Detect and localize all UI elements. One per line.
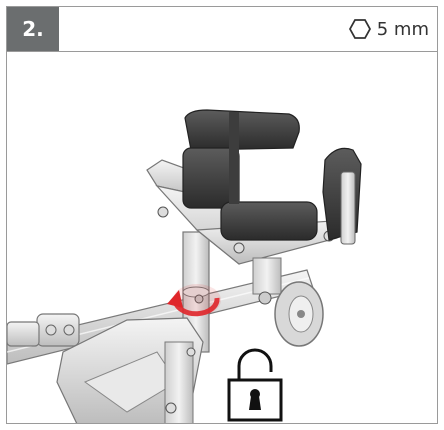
step-number: 2. — [7, 7, 59, 51]
tool-requirement: 5 mm — [348, 7, 429, 51]
tool-size: 5 mm — [376, 18, 429, 40]
caster-wheel — [252, 257, 324, 347]
lateral-pads — [182, 109, 362, 245]
rotate-counterclockwise-icon — [167, 284, 221, 317]
panel-header: 2. 5 mm — [7, 7, 437, 52]
seat-bracket — [56, 317, 204, 423]
instruction-panel: 2. 5 mm — [6, 6, 438, 424]
assembly-illustration — [7, 52, 437, 423]
left-clamp — [7, 313, 80, 347]
unlocked-padlock-icon — [227, 348, 283, 422]
hex-key-icon — [348, 18, 371, 40]
